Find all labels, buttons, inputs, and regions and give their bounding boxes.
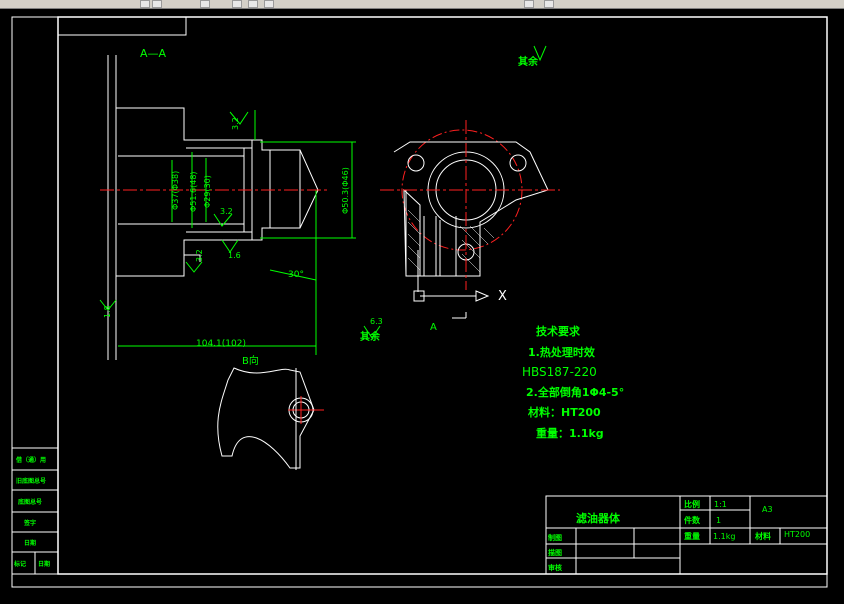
title-block — [545, 495, 828, 575]
roughness-label: 1.6 — [228, 251, 241, 260]
weight-value: 1.1kg — [713, 532, 735, 541]
roughness-label: 3.2 — [231, 117, 240, 130]
tech-line: 材料：HT200 — [528, 405, 601, 419]
view-b-label: B向 — [242, 354, 259, 367]
drawing-canvas[interactable]: A—A 3.2 3.2 3.2 1.6 1.8 — [0, 9, 844, 600]
side-block — [11, 447, 59, 575]
view-a-label: A — [430, 322, 437, 333]
toolbar — [0, 0, 844, 9]
drawn-label: 制图 — [548, 533, 562, 542]
corner-box — [57, 16, 187, 36]
side-row: 底图总号 — [18, 498, 42, 506]
side-row: 日期 — [38, 560, 50, 568]
window-icon[interactable] — [140, 0, 150, 8]
dropdown-icon[interactable] — [524, 0, 534, 8]
tech-line: 1.热处理时效 — [528, 345, 596, 359]
outer-frame — [11, 16, 828, 588]
dimension-length: 104.1(102) — [196, 339, 246, 349]
hatch — [407, 209, 495, 273]
count-label: 件数 — [684, 515, 701, 525]
sheet-size: A3 — [762, 505, 773, 514]
angle-label: 30° — [288, 270, 304, 280]
roughness-symbol — [363, 325, 381, 339]
weight-label: 重量 — [684, 531, 700, 541]
tech-line: 重量：1.1kg — [536, 426, 604, 440]
dimension-d37: Φ37(Φ38) — [171, 171, 180, 210]
inner-frame — [57, 16, 828, 575]
window-icon[interactable] — [544, 0, 554, 8]
count-value: 1 — [716, 516, 721, 525]
cad-drawing: A—A 3.2 3.2 3.2 1.6 1.8 — [11, 16, 828, 588]
roughness-label: 6.3 — [370, 317, 383, 326]
axis-x-label: X — [498, 289, 507, 304]
tech-line: 2.全部倒角1Φ4-5° — [526, 385, 624, 399]
window-icon[interactable] — [152, 0, 162, 8]
roughness-symbol — [533, 45, 547, 62]
side-row: 标记 — [13, 560, 26, 568]
review-label: 审核 — [548, 563, 562, 572]
roughness-label: 1.8 — [103, 305, 112, 318]
arrow-right-icon[interactable] — [232, 0, 242, 8]
dimension-d50: Φ50.3(Φ46) — [341, 167, 350, 214]
part-name: 滤油器体 — [576, 511, 621, 525]
scale-value: 1:1 — [714, 500, 727, 509]
section-view — [107, 55, 319, 360]
side-row: 日期 — [24, 539, 36, 547]
tech-line: HBS187-220 — [522, 365, 597, 379]
b-view — [217, 367, 324, 470]
material-value: HT200 — [784, 530, 810, 539]
side-row: 旧底图总号 — [16, 477, 46, 485]
rest-label: 其余 — [518, 55, 539, 68]
tech-requirements: 技术要求 1.热处理时效 HBS187-220 2.全部倒角1Φ4-5° 材料：… — [522, 324, 624, 440]
side-row: 借（通）用 — [15, 456, 46, 464]
section-label: A—A — [140, 47, 167, 60]
desc-label: 描图 — [548, 548, 562, 557]
zoom-icon[interactable] — [248, 0, 258, 8]
side-row: 签字 — [23, 519, 36, 527]
roughness-label: 3.2 — [195, 249, 204, 262]
roughness-label: 3.2 — [220, 207, 233, 216]
front-view — [380, 120, 560, 319]
dimension-d51: Φ51.6(48) — [189, 171, 198, 212]
dimension-d29: Φ29(30) — [203, 175, 212, 208]
scale-label: 比例 — [684, 499, 700, 509]
tech-title: 技术要求 — [536, 324, 581, 338]
arrow-left-icon[interactable] — [200, 0, 210, 8]
section-dimensions — [99, 110, 356, 355]
material-label: 材料 — [755, 531, 771, 541]
layer-icon[interactable] — [264, 0, 274, 8]
